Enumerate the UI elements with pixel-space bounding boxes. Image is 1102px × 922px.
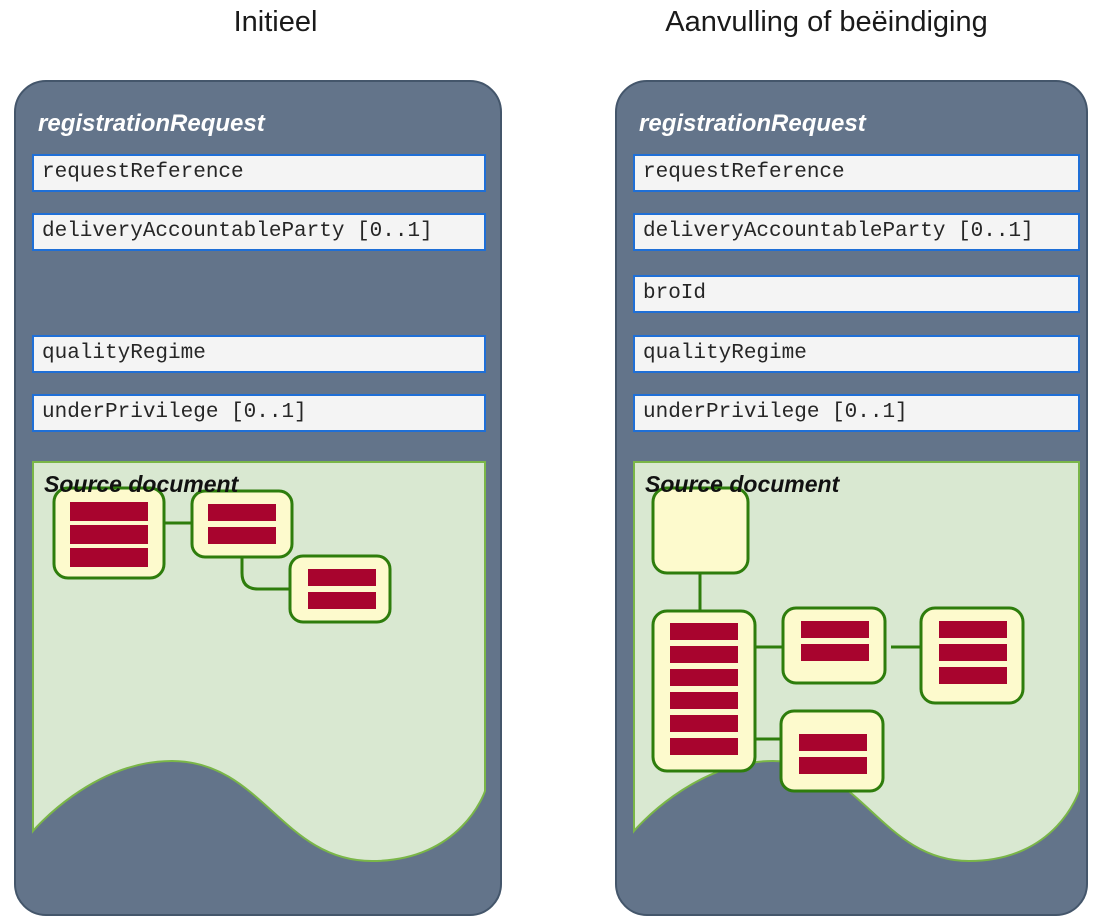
field-requestReference[interactable]: requestReference — [32, 154, 486, 192]
node-2-bars[interactable] — [779, 709, 885, 793]
field-qualityRegime[interactable]: qualityRegime — [633, 335, 1080, 373]
registration-request-panel-left: registrationRequest requestReference del… — [14, 80, 502, 916]
registration-request-panel-right: registrationRequest requestReference del… — [615, 80, 1088, 916]
field-deliveryAccountableParty[interactable]: deliveryAccountableParty [0..1] — [32, 213, 486, 251]
column-title-right: Aanvulling of beëindiging — [665, 6, 988, 38]
panel-title: registrationRequest — [38, 110, 265, 137]
source-document-title: Source document — [44, 471, 239, 497]
field-underPrivilege[interactable]: underPrivilege [0..1] — [32, 394, 486, 432]
field-broId[interactable]: broId — [633, 275, 1080, 313]
field-underPrivilege[interactable]: underPrivilege [0..1] — [633, 394, 1080, 432]
source-document-area: Source document — [32, 461, 486, 914]
column-title-left: Initieel — [233, 6, 318, 38]
field-deliveryAccountableParty[interactable]: deliveryAccountableParty [0..1] — [633, 213, 1080, 251]
node-6-bars[interactable] — [651, 609, 757, 773]
node-empty[interactable] — [651, 486, 750, 575]
source-document-title: Source document — [645, 471, 840, 497]
field-requestReference[interactable]: requestReference — [633, 154, 1080, 192]
source-document-node-graph — [651, 486, 1025, 793]
node-2-bars[interactable] — [781, 606, 887, 685]
node-2-bars[interactable] — [288, 554, 392, 624]
connector-lines — [164, 521, 308, 591]
panel-title: registrationRequest — [639, 110, 866, 137]
source-document-node-graph — [52, 486, 392, 624]
connector-lines — [698, 573, 921, 741]
node-3-bars[interactable] — [919, 606, 1025, 705]
source-document-area: Source document — [633, 461, 1080, 914]
node-2-bars[interactable] — [190, 489, 294, 559]
node-3-bars[interactable] — [52, 486, 166, 580]
field-qualityRegime[interactable]: qualityRegime — [32, 335, 486, 373]
